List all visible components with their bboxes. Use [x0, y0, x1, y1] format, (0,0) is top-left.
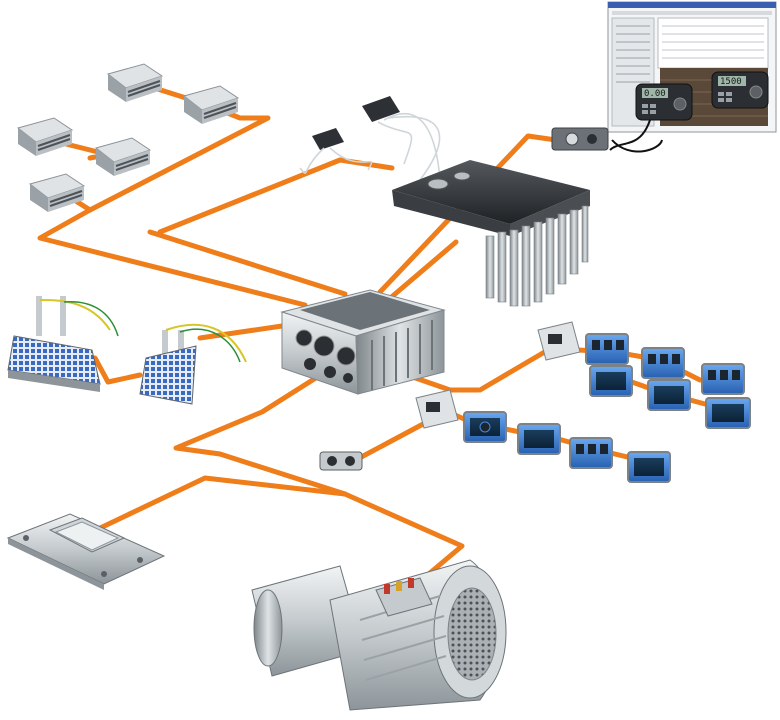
fieldbus-modules [319, 321, 751, 483]
io-module-icon [94, 137, 152, 176]
bus-module-icon [705, 397, 751, 429]
adapter-plate-icon [6, 513, 166, 590]
plug-icon [319, 451, 363, 471]
inverter-icon [280, 289, 446, 395]
plug-icon [551, 127, 609, 151]
bus-module-icon [701, 363, 745, 395]
temperature-sensors [299, 96, 441, 181]
geared-motor [251, 559, 507, 711]
inverter [280, 289, 446, 395]
drive-unit [392, 160, 590, 307]
operator-panels: 0.00 1500 [551, 71, 769, 153]
resistor-icon [139, 323, 247, 405]
braking-resistors [7, 296, 247, 405]
io-module-icon [16, 117, 74, 156]
io-modules [16, 63, 240, 212]
mounting-adapter [6, 513, 166, 590]
bus-module-icon [463, 411, 507, 443]
bus-module-icon [537, 321, 581, 361]
motor-icon [251, 559, 507, 711]
bus-module-icon [569, 437, 613, 469]
sensor-icon [312, 96, 400, 150]
bus-module-icon [627, 451, 671, 483]
panel-2-readout: 1500 [720, 77, 742, 87]
keypad-icon: 0.00 [635, 83, 693, 121]
panel-1-readout: 0.00 [644, 89, 666, 99]
bus-module-icon [641, 347, 685, 379]
bus-module-icon [647, 379, 691, 411]
bus-module-icon [517, 423, 561, 455]
io-module-icon [106, 63, 164, 102]
keypad-icon: 1500 [711, 71, 769, 109]
drive-icon [392, 160, 590, 307]
bus-module-icon [585, 333, 629, 365]
io-module-icon [182, 85, 240, 124]
bus-module-icon [589, 365, 633, 397]
io-module-icon [28, 173, 86, 212]
bus-module-icon [415, 389, 459, 429]
resistor-icon [7, 296, 119, 392]
